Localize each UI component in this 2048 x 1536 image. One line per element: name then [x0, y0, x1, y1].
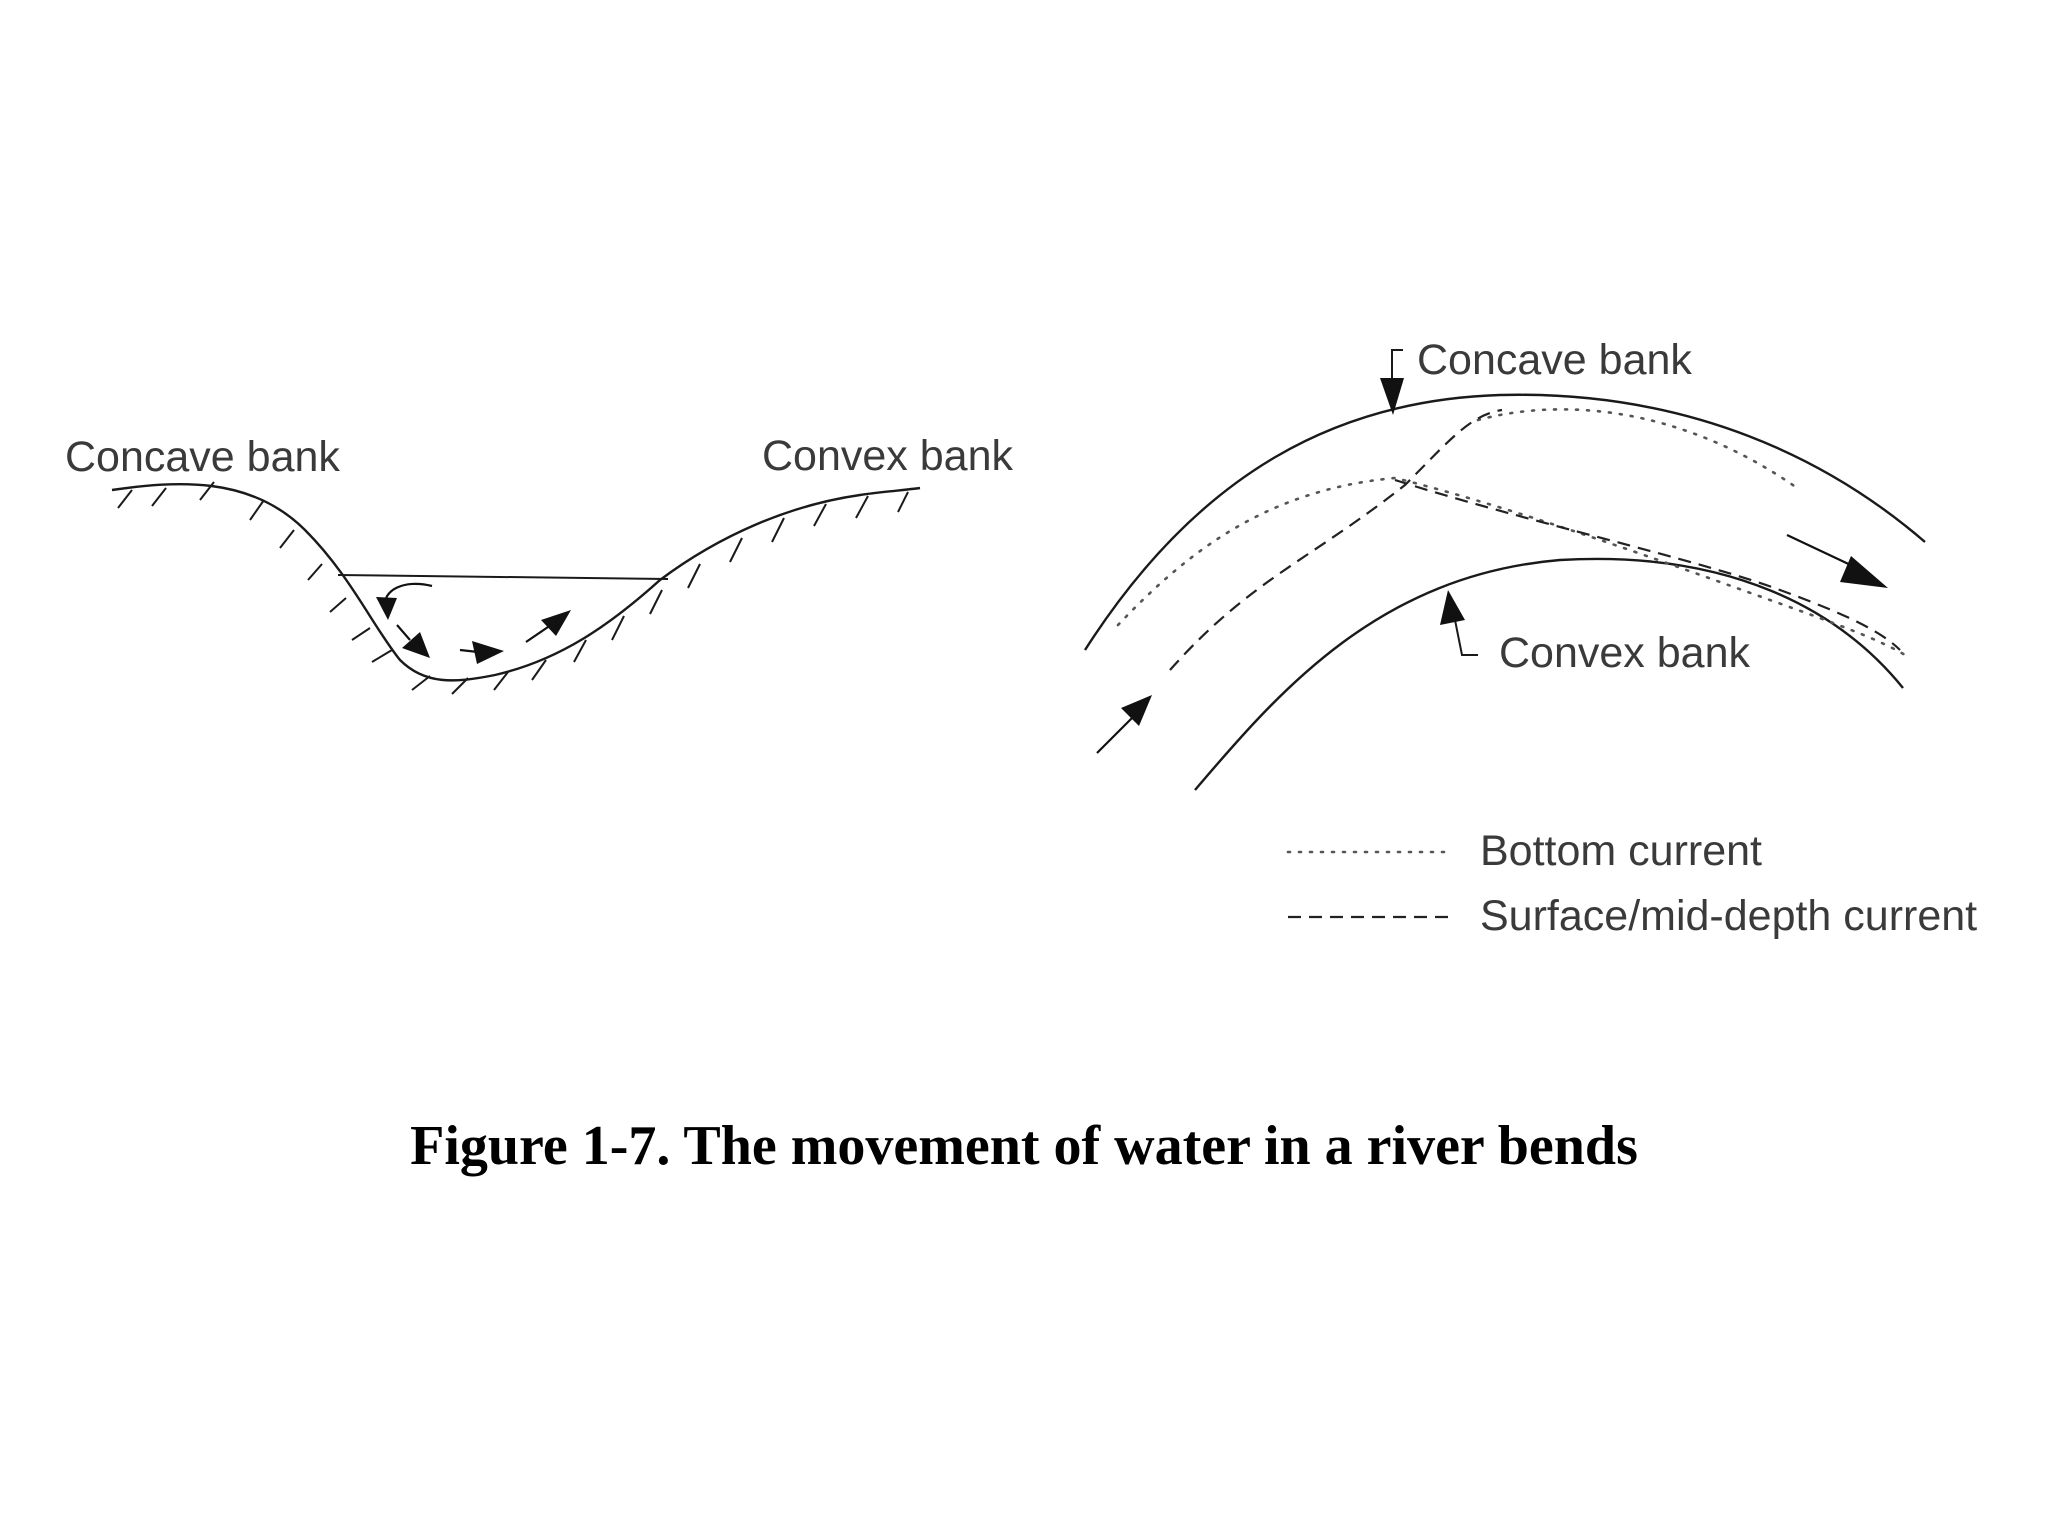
bank-hatch-mark	[649, 589, 663, 615]
descending-flow-arrowhead	[402, 632, 430, 658]
bank-hatch-mark	[813, 503, 827, 527]
bank-hatch-mark	[573, 639, 587, 663]
convex-bank-leader	[1454, 619, 1478, 656]
bank-hatch-mark	[411, 675, 431, 691]
bank-hatch-mark	[897, 491, 909, 513]
concave-bank-pointer	[1380, 378, 1404, 415]
bank-hatch-mark	[771, 517, 785, 543]
bank-hatch-mark	[307, 563, 323, 581]
convex-bank-pointer	[1440, 590, 1465, 625]
bank-hatch-mark	[611, 615, 625, 641]
bank-hatch-mark	[729, 537, 743, 563]
bank-hatch-mark	[493, 671, 509, 691]
concave-bank-line	[1083, 393, 1926, 651]
concave-bank-label: Concave bank	[65, 433, 340, 481]
bank-hatch-mark	[371, 649, 393, 663]
water-surface-line	[337, 574, 669, 580]
bottom-current-upper-branch	[1476, 408, 1802, 492]
descending-flow-arrow-shaft	[396, 624, 411, 641]
bank-hatch-mark	[249, 499, 265, 521]
legend-surface-current-label: Surface/mid-depth current	[1480, 892, 1977, 940]
bottom-flow-arrowhead	[472, 641, 504, 664]
bank-hatch-mark	[855, 495, 869, 519]
bank-hatch-mark	[279, 529, 295, 549]
bank-hatch-mark	[199, 481, 215, 501]
rising-flow-arrowhead	[541, 610, 571, 636]
convex-bank-label: Convex bank	[762, 432, 1013, 480]
convex-bank-line	[1194, 557, 1904, 791]
inflow-arrow-shaft	[1096, 715, 1135, 754]
outflow-arrow-shaft	[1786, 534, 1858, 569]
legend: Bottom current Surface/mid-depth current	[1286, 827, 1977, 940]
return-flow-arrowhead	[376, 597, 397, 620]
bank-hatch-mark	[351, 627, 371, 641]
plan-convex-bank-label: Convex bank	[1499, 629, 1750, 677]
bank-hatch-mark	[531, 659, 547, 681]
bank-hatch-mark	[451, 677, 469, 695]
bank-hatch-mark	[329, 597, 347, 613]
plan-concave-bank-label: Concave bank	[1417, 336, 1692, 384]
bottom-current-path	[1116, 476, 1907, 657]
plan-view-diagram: Concave bank Convex bank	[1083, 336, 1926, 791]
channel-bed-profile	[111, 482, 921, 682]
cross-section-diagram: Concave bank Convex bank	[65, 432, 1013, 695]
surface-current-path	[1169, 408, 1901, 671]
inflow-arrowhead	[1121, 695, 1152, 726]
figure-caption: Figure 1-7. The movement of water in a r…	[410, 1115, 1638, 1177]
outflow-arrowhead	[1840, 556, 1888, 588]
bank-hatch-mark	[687, 563, 701, 589]
bank-hatch-mark	[151, 487, 167, 507]
bank-hatch-mark	[117, 489, 133, 509]
concave-bank-leader	[1391, 349, 1403, 385]
rising-flow-arrow-shaft	[525, 626, 549, 643]
legend-bottom-current-label: Bottom current	[1480, 827, 1762, 875]
bank-hatching	[117, 481, 909, 695]
